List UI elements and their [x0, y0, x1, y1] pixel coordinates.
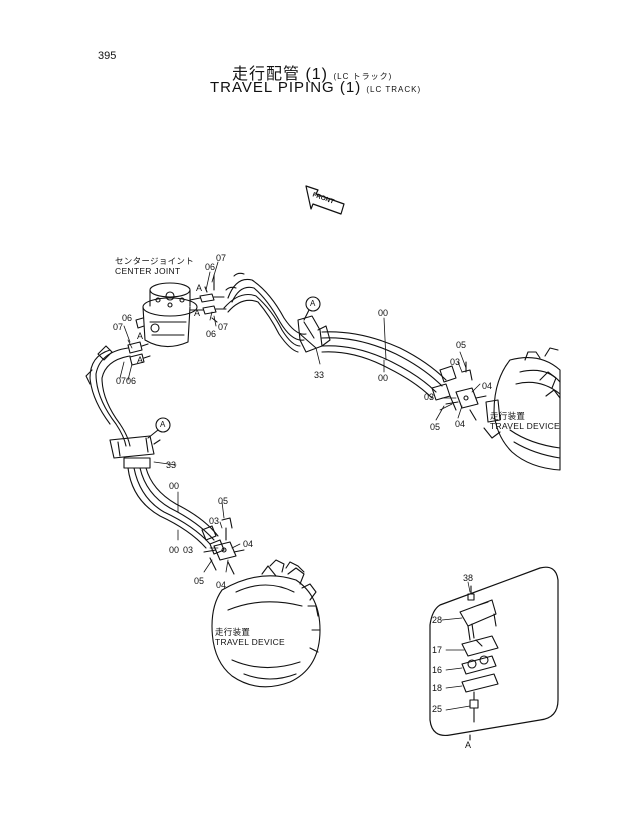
part-number: 33	[314, 370, 325, 380]
part-number: A	[194, 308, 201, 318]
front-arrow-icon	[305, 185, 345, 215]
detail-a-box	[429, 566, 559, 741]
travel-device-right-icon	[483, 347, 561, 471]
part-number: 03	[450, 357, 461, 367]
callout-a-upper	[303, 296, 321, 321]
part-number: 17	[432, 645, 443, 655]
part-number: 25	[432, 704, 443, 714]
travel-device-lower-icon	[211, 559, 321, 688]
title-japanese: 走行配管 (1) (LC トラック)	[232, 60, 392, 84]
travel-device-lower-label-jp: 走行装置	[215, 627, 251, 637]
part-number: 00	[169, 481, 180, 491]
fitting-group-joint	[127, 274, 227, 366]
part-number: 03	[209, 516, 220, 526]
callout-a-lower	[147, 417, 171, 439]
hose-pair-lower	[127, 467, 225, 555]
part-number: A	[137, 331, 144, 341]
part-number: 05	[456, 340, 467, 350]
part-number: 07	[218, 322, 229, 332]
part-number: 00	[378, 373, 389, 383]
part-number: 03	[424, 392, 435, 402]
part-number: 04	[243, 539, 254, 549]
center-joint-label-en: CENTER JOINT	[115, 266, 181, 276]
part-number: 04	[216, 580, 227, 590]
part-number: 05	[218, 496, 229, 506]
travel-device-right-label-jp: 走行装置	[490, 411, 526, 421]
part-number: 38	[463, 573, 474, 583]
fitting-block-right	[445, 361, 487, 421]
part-number: 18	[432, 683, 443, 693]
part-number: A	[196, 283, 203, 293]
part-number: 06	[206, 329, 217, 339]
center-joint-label-jp: センタージョイント	[115, 256, 195, 266]
travel-device-lower-label-en: TRAVEL DEVICE	[215, 637, 286, 647]
title-japanese-main: 走行配管 (1)	[232, 66, 329, 83]
part-number: 0706	[116, 376, 137, 386]
part-number: 04	[455, 419, 466, 429]
part-number: 00	[378, 308, 389, 318]
title-english-sub: (LC TRACK)	[366, 85, 422, 94]
part-number: 00	[169, 545, 180, 555]
fitting-block-lower	[203, 517, 245, 575]
title-english-main: TRAVEL PIPING (1)	[210, 79, 362, 96]
hose-pair-left	[85, 345, 131, 447]
hose-pair-right	[321, 331, 457, 401]
part-number: 03	[183, 545, 194, 555]
callout-a-lower-letter: A	[160, 420, 166, 429]
part-number: 33	[166, 460, 177, 470]
leader-lines	[119, 261, 481, 573]
part-number: 16	[432, 665, 443, 675]
title-japanese-sub: (LC トラック)	[333, 72, 393, 81]
page-number: 395	[98, 50, 117, 62]
clamp-lower	[109, 435, 161, 469]
part-number: 28	[432, 615, 443, 625]
detail-a-label: A	[465, 740, 472, 750]
part-number: 06	[122, 313, 133, 323]
part-number: 07	[113, 322, 124, 332]
center-joint-icon	[135, 282, 204, 348]
part-number: 06	[205, 262, 216, 272]
part-number: 05	[430, 422, 441, 432]
part-number: 07	[216, 253, 227, 263]
title-english: TRAVEL PIPING (1) (LC TRACK)	[210, 79, 421, 96]
part-number: 05	[194, 576, 205, 586]
travel-device-right-label-en: TRAVEL DEVICE	[490, 421, 561, 431]
part-number: A	[137, 355, 144, 365]
callout-a-upper-letter: A	[310, 299, 316, 308]
part-number: 04	[482, 381, 493, 391]
hose-pair-upper	[223, 272, 307, 353]
